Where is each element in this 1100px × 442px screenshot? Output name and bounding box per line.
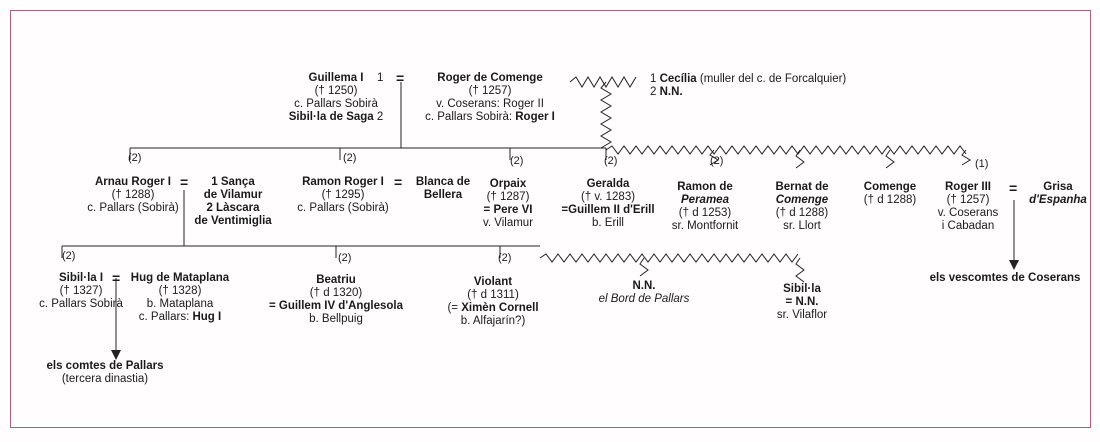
wife-nn: N.N.: [659, 86, 683, 98]
node-bernat-de-comenge: Bernat de Comenge († d 1288) sr. Llort: [775, 181, 829, 232]
arrow-down-icon: [1009, 260, 1019, 270]
dates: († 1250): [314, 85, 358, 97]
name: Guillema I: [308, 72, 364, 84]
arrow-down-icon: [111, 350, 121, 360]
node-ramon-de-peramea: Ramon de Peramea († d 1253) sr. Montforn…: [671, 181, 739, 232]
marker: (2): [343, 152, 357, 164]
node-wives: 1 Cecília (muller del c. de Forcalquier)…: [650, 73, 847, 98]
zigzag-sibling-bar-gen3: [539, 253, 799, 263]
spouse-num: 2: [376, 111, 384, 123]
marriage-sign: =: [394, 174, 403, 190]
node-grisa: Grisa d'Espanha: [1029, 181, 1087, 206]
marker: (2): [510, 155, 524, 167]
node-violant: Violant († d 1311) (= Ximèn Cornell b. A…: [447, 276, 539, 327]
marker: (2): [62, 250, 76, 262]
node-guillema-i: Guillema I († 1250) c. Pallars Sobirà Si…: [288, 72, 384, 124]
marker: (1): [975, 158, 989, 170]
marker: (2): [710, 155, 724, 167]
node-sibila-vilaflor: Sibil·la = N.N. sr. Vilaflor: [776, 283, 828, 321]
dates: († 1257): [468, 85, 512, 97]
node-vescomtes-de-coserans: els vescomtes de Coserans: [929, 272, 1081, 284]
wife-cecilia: Cecília: [659, 73, 697, 85]
zigzag-sibling-bar-gen2: [605, 145, 967, 155]
node-comtes-de-pallars: els comtes de Pallars (tercera dinastia): [46, 360, 164, 385]
node-ramon-roger-i: Ramon Roger I († 1295) c. Pallars (Sobir…: [297, 176, 389, 214]
zigzag-wives-line: [569, 76, 637, 88]
marriage-sign: =: [180, 174, 189, 190]
marriage-number: 1: [377, 72, 384, 84]
node-beatriu: Beatriu († d 1320) = Guillem IV d'Angles…: [268, 274, 404, 325]
zigzag-descent-line: [600, 81, 612, 149]
marriage-sign: =: [1009, 180, 1018, 196]
spouse-name: Sibil·la de Saga: [288, 111, 374, 123]
marriage-sign: =: [112, 270, 121, 286]
node-blanca-de-bellera: Blanca de Bellera: [415, 176, 471, 201]
marriage-sign: =: [396, 70, 405, 86]
title-coserans: v. Coserans: Roger II: [436, 98, 544, 110]
node-comenge: Comenge († d 1288): [863, 181, 917, 206]
diagram-frame: [10, 10, 1091, 428]
node-roger-iii: Roger III († 1257) v. Coserans i Cabadan: [937, 181, 999, 232]
marker: (2): [498, 252, 512, 264]
node-geralda: Geralda († v. 1283) =Guillem II d'Erill …: [561, 178, 655, 229]
title-pallars: Roger I: [515, 111, 555, 123]
node-sanca-lascara: 1 Sança de Vilamur 2 Làscara de Ventimig…: [194, 176, 272, 227]
node-sibila-i: Sibil·la I († 1327) c. Pallars Sobirà: [39, 272, 123, 310]
node-hug-de-mataplana: Hug de Mataplana († 1328) b. Mataplana c…: [130, 272, 230, 323]
node-orpaix: Orpaix († 1287) = Pere VI v. Vilamur: [482, 178, 534, 229]
marker: (2): [338, 252, 352, 264]
name: Roger de Comenge: [437, 72, 543, 84]
node-nn-bord: N.N. el Bord de Pallars: [598, 280, 690, 305]
node-arnau-roger-i: Arnau Roger I († 1288) c. Pallars (Sobir…: [87, 176, 179, 214]
node-roger-de-comenge: Roger de Comenge († 1257) v. Coserans: R…: [410, 72, 570, 124]
marker: (2): [604, 155, 618, 167]
title: c. Pallars Sobirà: [294, 98, 378, 110]
marker: (2): [128, 152, 142, 164]
